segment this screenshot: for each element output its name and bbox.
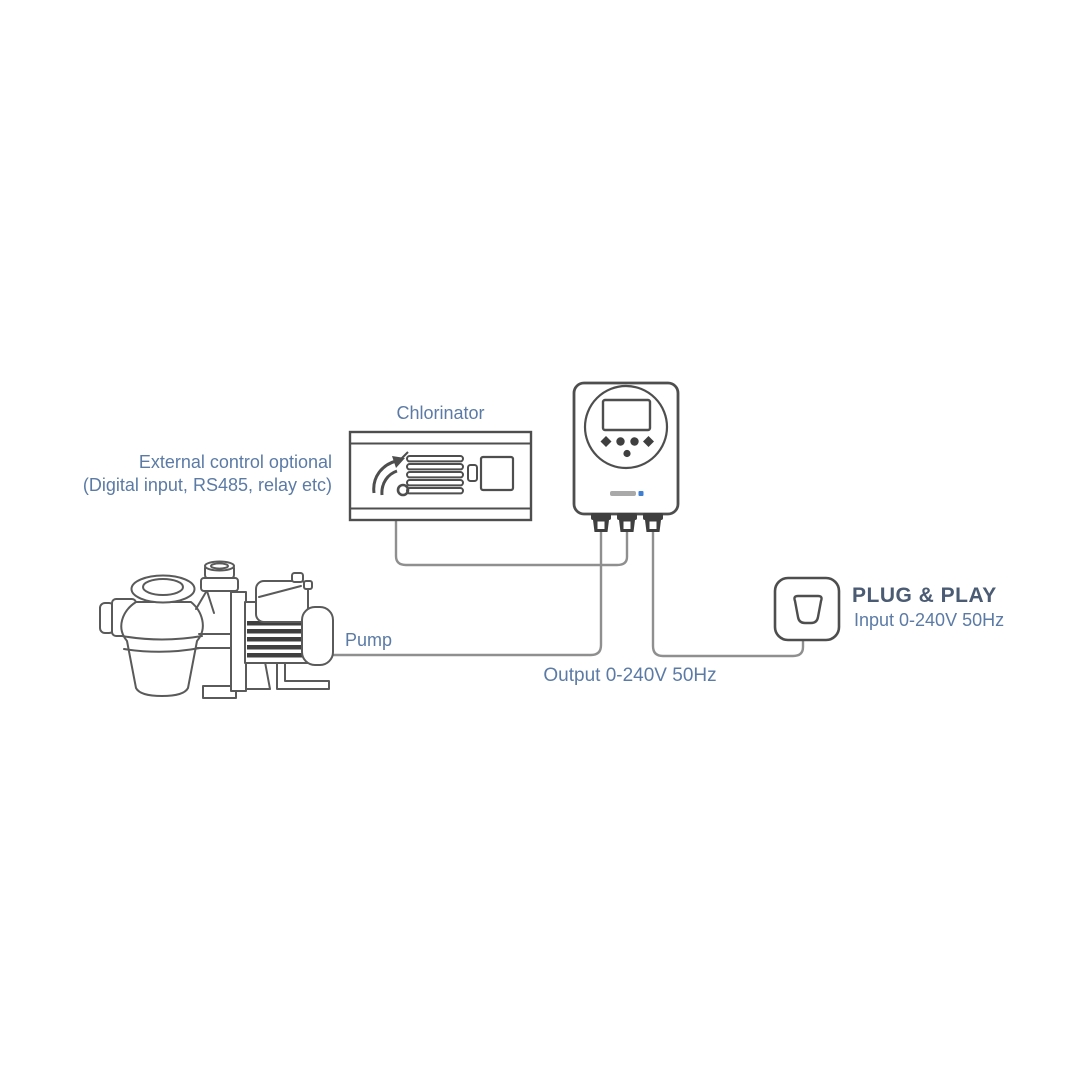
external-control-line2: (Digital input, RS485, relay etc)	[82, 475, 332, 495]
wire-controller-to-socket	[651, 529, 805, 658]
seal-plate	[230, 591, 247, 692]
external-control-label: External control optional (Digital input…	[0, 451, 332, 497]
plug-play-subtitle: Input 0-240V 50Hz	[854, 610, 1005, 630]
pump-label: Pump	[345, 630, 393, 650]
flow-sensor-icon	[372, 451, 410, 497]
cell-connector-icon	[467, 464, 478, 482]
power-socket-icon	[773, 576, 841, 642]
terminal-box	[255, 572, 313, 623]
chlorinator-label: Chlorinator	[396, 403, 485, 423]
chlorinator-box	[348, 430, 533, 522]
plug-play-title: PLUG & PLAY	[852, 584, 997, 607]
external-control-line1: External control optional	[138, 452, 332, 472]
controller-screen	[601, 398, 652, 432]
output-label: Output 0-240V 50Hz	[543, 665, 717, 686]
controller-device	[572, 381, 680, 532]
wire-chlorinator-to-controller	[394, 518, 629, 567]
discharge-port	[200, 560, 241, 614]
wires	[331, 518, 805, 658]
plug-face-icon	[793, 594, 823, 625]
motor-fins	[247, 621, 306, 658]
end-cap	[301, 606, 334, 666]
brand-logo	[610, 491, 644, 496]
pump-illustration	[99, 560, 334, 699]
wire-controller-to-pump	[331, 529, 603, 657]
cell-terminal-box-icon	[479, 455, 515, 492]
controller-buttons	[600, 436, 654, 458]
cell-plates-icon	[406, 455, 464, 495]
pump-rear-foot	[276, 661, 330, 690]
strainer-pot	[120, 601, 204, 697]
cable-glands	[591, 513, 663, 532]
